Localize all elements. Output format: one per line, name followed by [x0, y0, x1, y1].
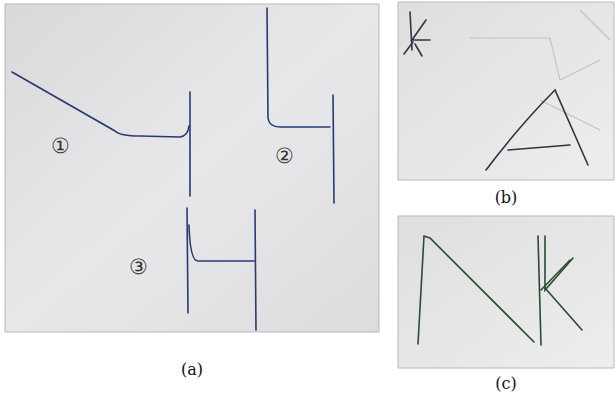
- panel-label: (b): [495, 190, 518, 206]
- panel-label: (c): [495, 376, 516, 392]
- photo-b: [398, 2, 614, 180]
- callout-number: ①: [51, 136, 70, 157]
- panel-label: (a): [181, 362, 203, 378]
- pen-strokes-a: [12, 8, 334, 330]
- pen-strokes-b: [404, 12, 588, 170]
- photo-a: [5, 4, 379, 332]
- photo-c: [398, 216, 614, 368]
- pen-strokes-c: [418, 236, 582, 345]
- callout-number: ③: [129, 257, 148, 278]
- callout-number: ②: [275, 146, 294, 167]
- faint-strokes-b: [470, 10, 610, 130]
